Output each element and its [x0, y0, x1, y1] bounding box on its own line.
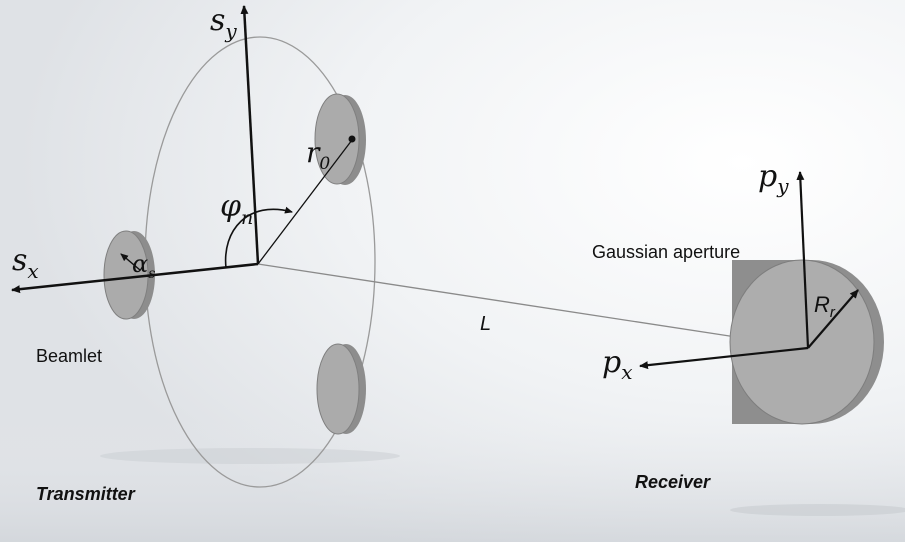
sy-axis — [240, 5, 260, 265]
beamlet-disk-left — [103, 230, 155, 320]
transmitter-label: Transmitter — [36, 484, 136, 504]
px-axis — [639, 346, 809, 370]
r0-radius — [257, 139, 353, 265]
sy-label: sy — [210, 3, 237, 43]
px-label: px — [602, 345, 633, 384]
phi-angle-arc — [224, 206, 293, 269]
propagation-line — [257, 263, 809, 349]
beamlet-label: Beamlet — [36, 346, 102, 366]
r0-label: r0 — [306, 136, 330, 174]
alpha-arrow — [120, 253, 141, 271]
floor-shade — [0, 420, 905, 542]
beamlet-center-dot — [348, 135, 356, 143]
py-axis — [796, 171, 810, 349]
py-label: py — [758, 159, 789, 198]
rr-label: Rr — [814, 292, 836, 321]
alpha-label: αs — [132, 250, 155, 282]
transmitter-shadow — [100, 448, 400, 464]
receiver-shadow — [730, 504, 905, 516]
gaussian-aperture-label: Gaussian aperture — [592, 242, 740, 262]
receiver-label: Receiver — [635, 472, 711, 492]
beamlet-disk-bottom — [316, 343, 366, 435]
sx-label: sx — [12, 243, 39, 283]
distance-label: L — [480, 313, 491, 335]
phi-label: φn — [220, 189, 253, 229]
sx-axis — [11, 262, 259, 294]
rr-radius-arrow — [807, 289, 859, 349]
